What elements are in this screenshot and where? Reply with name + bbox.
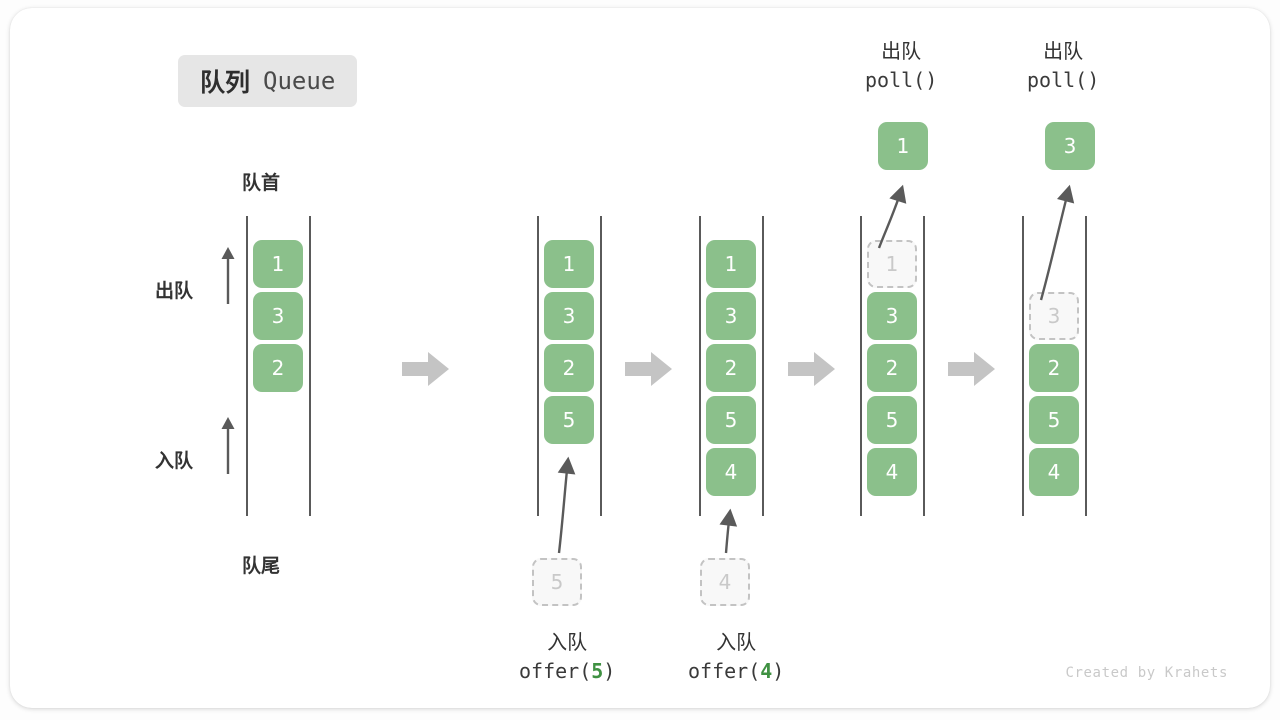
caption-poll-3: 出队 poll() (1027, 37, 1099, 95)
queue-tail-label: 队尾 (242, 555, 281, 577)
queue-cell: 3 (706, 292, 756, 340)
queue-cell: 5 (867, 396, 917, 444)
enqueue-arrow-icon (221, 417, 235, 474)
caption-code-prefix: offer( (688, 659, 761, 683)
rail-right-col3 (762, 216, 764, 516)
queue-cell: 4 (706, 448, 756, 496)
caption-code: poll() (1027, 66, 1099, 95)
rail-left-col5 (1022, 216, 1024, 516)
title-cn: 队列 (200, 68, 251, 97)
caption-code-prefix: poll( (865, 68, 926, 92)
rail-right-col5 (1085, 216, 1087, 516)
queue-cell: 5 (1029, 396, 1079, 444)
step-arrow-icon (948, 352, 995, 386)
dequeue-label: 出队 (155, 280, 194, 302)
rail-left-col4 (860, 216, 862, 516)
queue-cell: 5 (544, 396, 594, 444)
queue-cell: 4 (867, 448, 917, 496)
rail-right-col4 (923, 216, 925, 516)
poll-1-arrow (877, 184, 907, 249)
caption-code-suffix: ) (925, 68, 938, 92)
offer-4-arrow (719, 508, 738, 554)
queue-cell: 3 (544, 292, 594, 340)
queue-cell: 2 (1029, 344, 1079, 392)
popped-cell: 1 (878, 122, 928, 170)
caption-code-prefix: poll( (1027, 68, 1088, 92)
queue-cell: 2 (544, 344, 594, 392)
rail-left-col3 (699, 216, 701, 516)
caption-code-prefix: offer( (519, 659, 592, 683)
queue-cell: 1 (253, 240, 303, 288)
incoming-ghost-cell: 4 (700, 558, 750, 606)
title-en: Queue (263, 67, 336, 95)
caption-code-suffix: ) (1087, 68, 1100, 92)
outgoing-ghost-cell: 3 (1029, 292, 1079, 340)
step-arrow-icon (788, 352, 835, 386)
caption-cn: 入队 (547, 630, 588, 654)
diagram-card: 队列 Queue 队首 队尾 出队 入队 (10, 8, 1270, 708)
queue-head-label: 队首 (242, 172, 281, 194)
queue-cell: 2 (867, 344, 917, 392)
queue-cell: 2 (253, 344, 303, 392)
enqueue-label: 入队 (155, 450, 194, 472)
queue-cell: 5 (706, 396, 756, 444)
queue-cell: 4 (1029, 448, 1079, 496)
watermark: Created by Krahets (1065, 665, 1228, 681)
poll-3-arrow (1039, 184, 1075, 301)
rail-right-col2 (600, 216, 602, 516)
outgoing-ghost-cell: 1 (867, 240, 917, 288)
queue-cell: 3 (253, 292, 303, 340)
queue-cell: 2 (706, 344, 756, 392)
incoming-ghost-cell: 5 (532, 558, 582, 606)
caption-code-suffix: ) (772, 659, 785, 683)
caption-cn: 出队 (881, 39, 922, 63)
queue-cell: 1 (706, 240, 756, 288)
dequeue-arrow-icon (221, 247, 235, 304)
popped-cell: 3 (1045, 122, 1095, 170)
caption-code: offer(5) (519, 657, 615, 686)
caption-cn: 入队 (716, 630, 757, 654)
caption-offer-4: 入队 offer(4) (688, 628, 784, 686)
caption-offer-5: 入队 offer(5) (519, 628, 615, 686)
caption-cn: 出队 (1043, 39, 1084, 63)
caption-code-num: 5 (591, 659, 604, 683)
queue-cell: 3 (867, 292, 917, 340)
caption-code: poll() (865, 66, 937, 95)
rail-left-col2 (537, 216, 539, 516)
offer-5-arrow (557, 456, 576, 554)
step-arrow-icon (625, 352, 672, 386)
rail-left-col1 (246, 216, 248, 516)
caption-poll-1: 出队 poll() (865, 37, 937, 95)
title-badge: 队列 Queue (178, 55, 358, 107)
caption-code-suffix: ) (603, 659, 616, 683)
rail-right-col1 (309, 216, 311, 516)
queue-cell: 1 (544, 240, 594, 288)
caption-code: offer(4) (688, 657, 784, 686)
step-arrow-icon (402, 352, 449, 386)
caption-code-num: 4 (760, 659, 773, 683)
